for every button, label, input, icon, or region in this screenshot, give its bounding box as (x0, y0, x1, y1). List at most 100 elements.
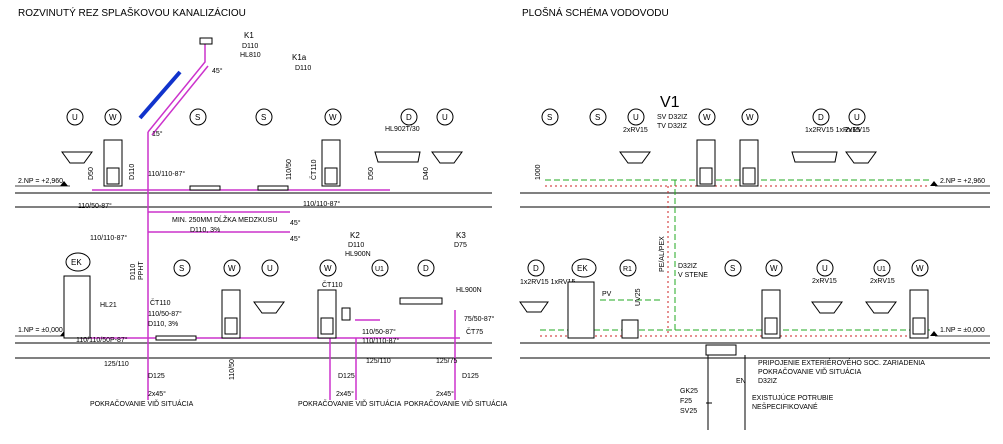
rv15-upper-b: 1x2RV15 1xRV15 (805, 127, 860, 134)
svg-text:U1: U1 (375, 266, 384, 273)
svg-text:U: U (267, 264, 273, 273)
svg-text:U: U (854, 113, 860, 122)
stack-k1-name: K1 (244, 31, 254, 40)
stack-k2-h: HL900N (345, 251, 371, 258)
symbol-d-r1: D (812, 108, 830, 126)
svg-text:U1: U1 (877, 266, 886, 273)
svg-text:S: S (595, 113, 600, 122)
cold-water-lines (540, 179, 930, 331)
pipe-75-50: 75/50-87° (464, 315, 495, 323)
svg-text:W: W (109, 113, 117, 122)
left-level-1np: 1.NP = ±0,000 (15, 327, 70, 337)
svg-text:D: D (818, 113, 824, 122)
svg-text:D40: D40 (423, 167, 430, 180)
left-floor-slab-1 (15, 342, 492, 359)
symbol-d-2: D (417, 259, 435, 277)
connection-label: PRIPOJENIE EXTERIÉROVÉHO SOC. ZARIADENIA (758, 358, 925, 367)
stack-k1-h: HL810 (240, 52, 261, 59)
right-floor-slab-2 (520, 192, 990, 208)
svg-text:U: U (822, 264, 828, 273)
lower-fixtures (63, 275, 443, 341)
left-drawing: 2.NP = +2,960 1.NP = ±0,000 (15, 31, 508, 408)
svg-text:W: W (329, 113, 337, 122)
upper-pipe-labels: D50 D110 110/50 ČT110 D50 D40 (88, 159, 430, 180)
right-upper-circles: S S U W W D U (541, 108, 866, 126)
symbol-s-3: S (173, 259, 191, 277)
rv15-lower-c: 2xRV15 (870, 278, 895, 285)
x45-a: 2x45° (148, 390, 166, 398)
svg-text:U: U (442, 113, 448, 122)
existing-pipe-label: EXISTUJÚCE POTRUBIE (752, 393, 834, 402)
hl902-label: HL902T/30 (385, 126, 420, 133)
rv15-lower-b: 2xRV15 (812, 278, 837, 285)
d125-c: D125 (462, 373, 479, 380)
continuation-right: POKRAČOVANIE VIĎ SITUÁCIA (758, 367, 862, 376)
angle-15: 15° (152, 130, 163, 138)
symbol-u1-left: U1 (371, 259, 389, 277)
right-lower-circles: D EK R1 S W U U1 W (527, 258, 929, 278)
symbol-w-3: W (223, 259, 241, 277)
stack-k1-d: D110 (242, 43, 258, 50)
riser-v1: V1 (660, 94, 680, 111)
right-title: PLOŠNÁ SCHÉMA VODOVODU (522, 6, 669, 19)
left-floor-slab-2 (15, 192, 492, 208)
symbol-w-1: W (104, 108, 122, 126)
rv15-upper-a: 2xRV15 (623, 127, 648, 134)
pipe-110-50-87-c: 110/50-87° (362, 328, 396, 336)
symbol-s-r1: S (541, 108, 559, 126)
left-level-2np-text: 2.NP = +2,960 (18, 178, 63, 185)
f25-label: F25 (680, 398, 692, 405)
sv25-label: SV25 (680, 408, 697, 415)
symbol-s-1: S (189, 108, 207, 126)
right-level-1np-text: 1.NP = ±0,000 (940, 327, 985, 334)
left-level-1np-text: 1.NP = ±0,000 (18, 327, 63, 334)
symbol-u-r1: U (627, 108, 645, 126)
symbol-w-4: W (319, 259, 337, 277)
svg-text:D: D (406, 113, 412, 122)
hot-water-lines (540, 185, 930, 337)
pipe-125-110: 125/110 (104, 361, 129, 368)
right-level-2np-text: 2.NP = +2,960 (940, 178, 985, 185)
rv15-lower-a: 1x2RV15 1xRV15 (520, 279, 575, 286)
stack-k1a-name: K1a (292, 53, 307, 62)
symbol-s-r2: S (589, 108, 607, 126)
vent-pipe-blue (138, 70, 182, 120)
vent-cap: K1 D110 HL810 K1a D110 45° 15° (152, 31, 311, 138)
stack-k1a-d: D110 (295, 65, 311, 72)
rv15-upper-c: 2xRV15 (845, 127, 870, 134)
pipe-110-110-50: 110/110/50P-87° (76, 336, 128, 344)
right-upper-fixtures (619, 139, 877, 187)
continuation-c: POKRAČOVANIE VIĎ SITUÁCIA (404, 399, 508, 408)
riser-sv: SV D32IZ (657, 114, 688, 121)
symbol-s-r3: S (724, 259, 742, 277)
svg-text:W: W (703, 113, 711, 122)
p110-50-vert: 110/50 (229, 359, 236, 380)
pipe-110-110-87-c: 110/110-87° (90, 234, 127, 242)
svg-text:W: W (746, 113, 754, 122)
pv-label: PV (602, 291, 612, 298)
main-stack-pipe (80, 42, 460, 400)
right-level-1np: 1.NP = ±0,000 (930, 327, 990, 337)
pe-label: PE/AL/PEX (659, 236, 666, 272)
symbol-w-r4: W (911, 259, 929, 277)
svg-text:W: W (770, 264, 778, 273)
right-floor-slab-1 (520, 342, 990, 359)
symbol-s-2: S (255, 108, 273, 126)
pipe-110-110-87-d: 110/110-87° (362, 337, 399, 345)
d32iz-bottom: D32IZ (758, 378, 778, 385)
d32iz-label: D32IZ (678, 263, 698, 270)
svg-text:S: S (261, 113, 266, 122)
symbol-w-r2: W (741, 108, 759, 126)
symbol-r1: R1 (619, 259, 637, 277)
right-drawing: 2.NP = +2,960 1.NP = ±0,000 V1 SV D32IZ … (519, 94, 990, 430)
stack-k3-name: K3 (456, 231, 466, 240)
symbol-w-r3: W (765, 259, 783, 277)
svg-text:W: W (228, 264, 236, 273)
svg-text:U: U (72, 113, 78, 122)
pipe-125-75: 125/75 (436, 358, 458, 365)
d125-a: D125 (148, 373, 165, 380)
svg-text:R1: R1 (623, 266, 632, 273)
angle-45: 45° (212, 67, 223, 75)
ct75-label: ČT75 (466, 327, 483, 336)
